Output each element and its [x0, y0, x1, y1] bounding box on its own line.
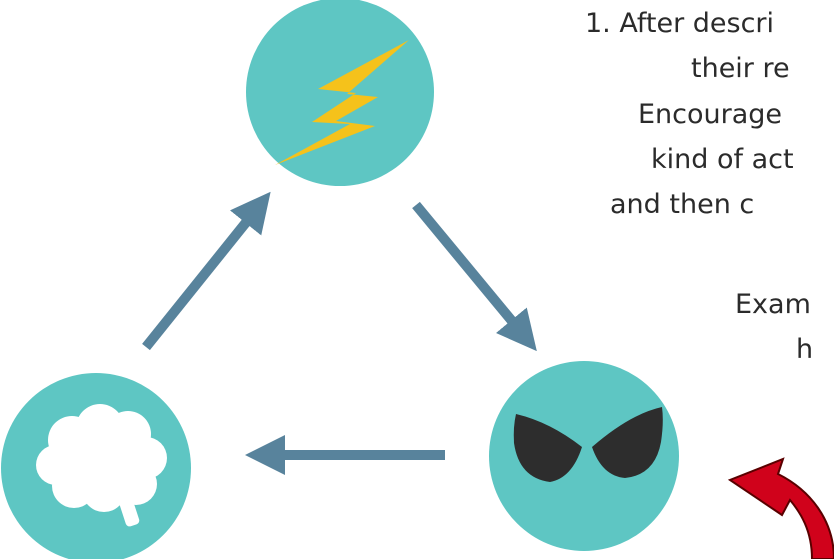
event-node: [246, 0, 434, 186]
text-line-5: and then c: [610, 189, 755, 220]
text-line-1: 1. After descri: [585, 8, 775, 39]
red-curved-arrow: [727, 457, 834, 559]
angry-eyes-icon-left: [513, 414, 582, 482]
arrow-event-to-emotion: [412, 201, 537, 352]
thought-node: [1, 373, 191, 559]
text-line-4: kind of act: [651, 144, 794, 175]
arrow-thought-to-event: [142, 191, 271, 351]
text-line-7: h: [796, 334, 814, 365]
text-line-2: their re: [691, 53, 790, 84]
brain-icon: [36, 404, 167, 527]
text-line-6: Exam: [735, 289, 811, 320]
lightning-bolt-icon: [275, 40, 409, 165]
angry-eyes-icon-right: [592, 407, 663, 478]
emotion-node: [489, 361, 679, 551]
text-line-3: Encourage: [638, 99, 783, 130]
